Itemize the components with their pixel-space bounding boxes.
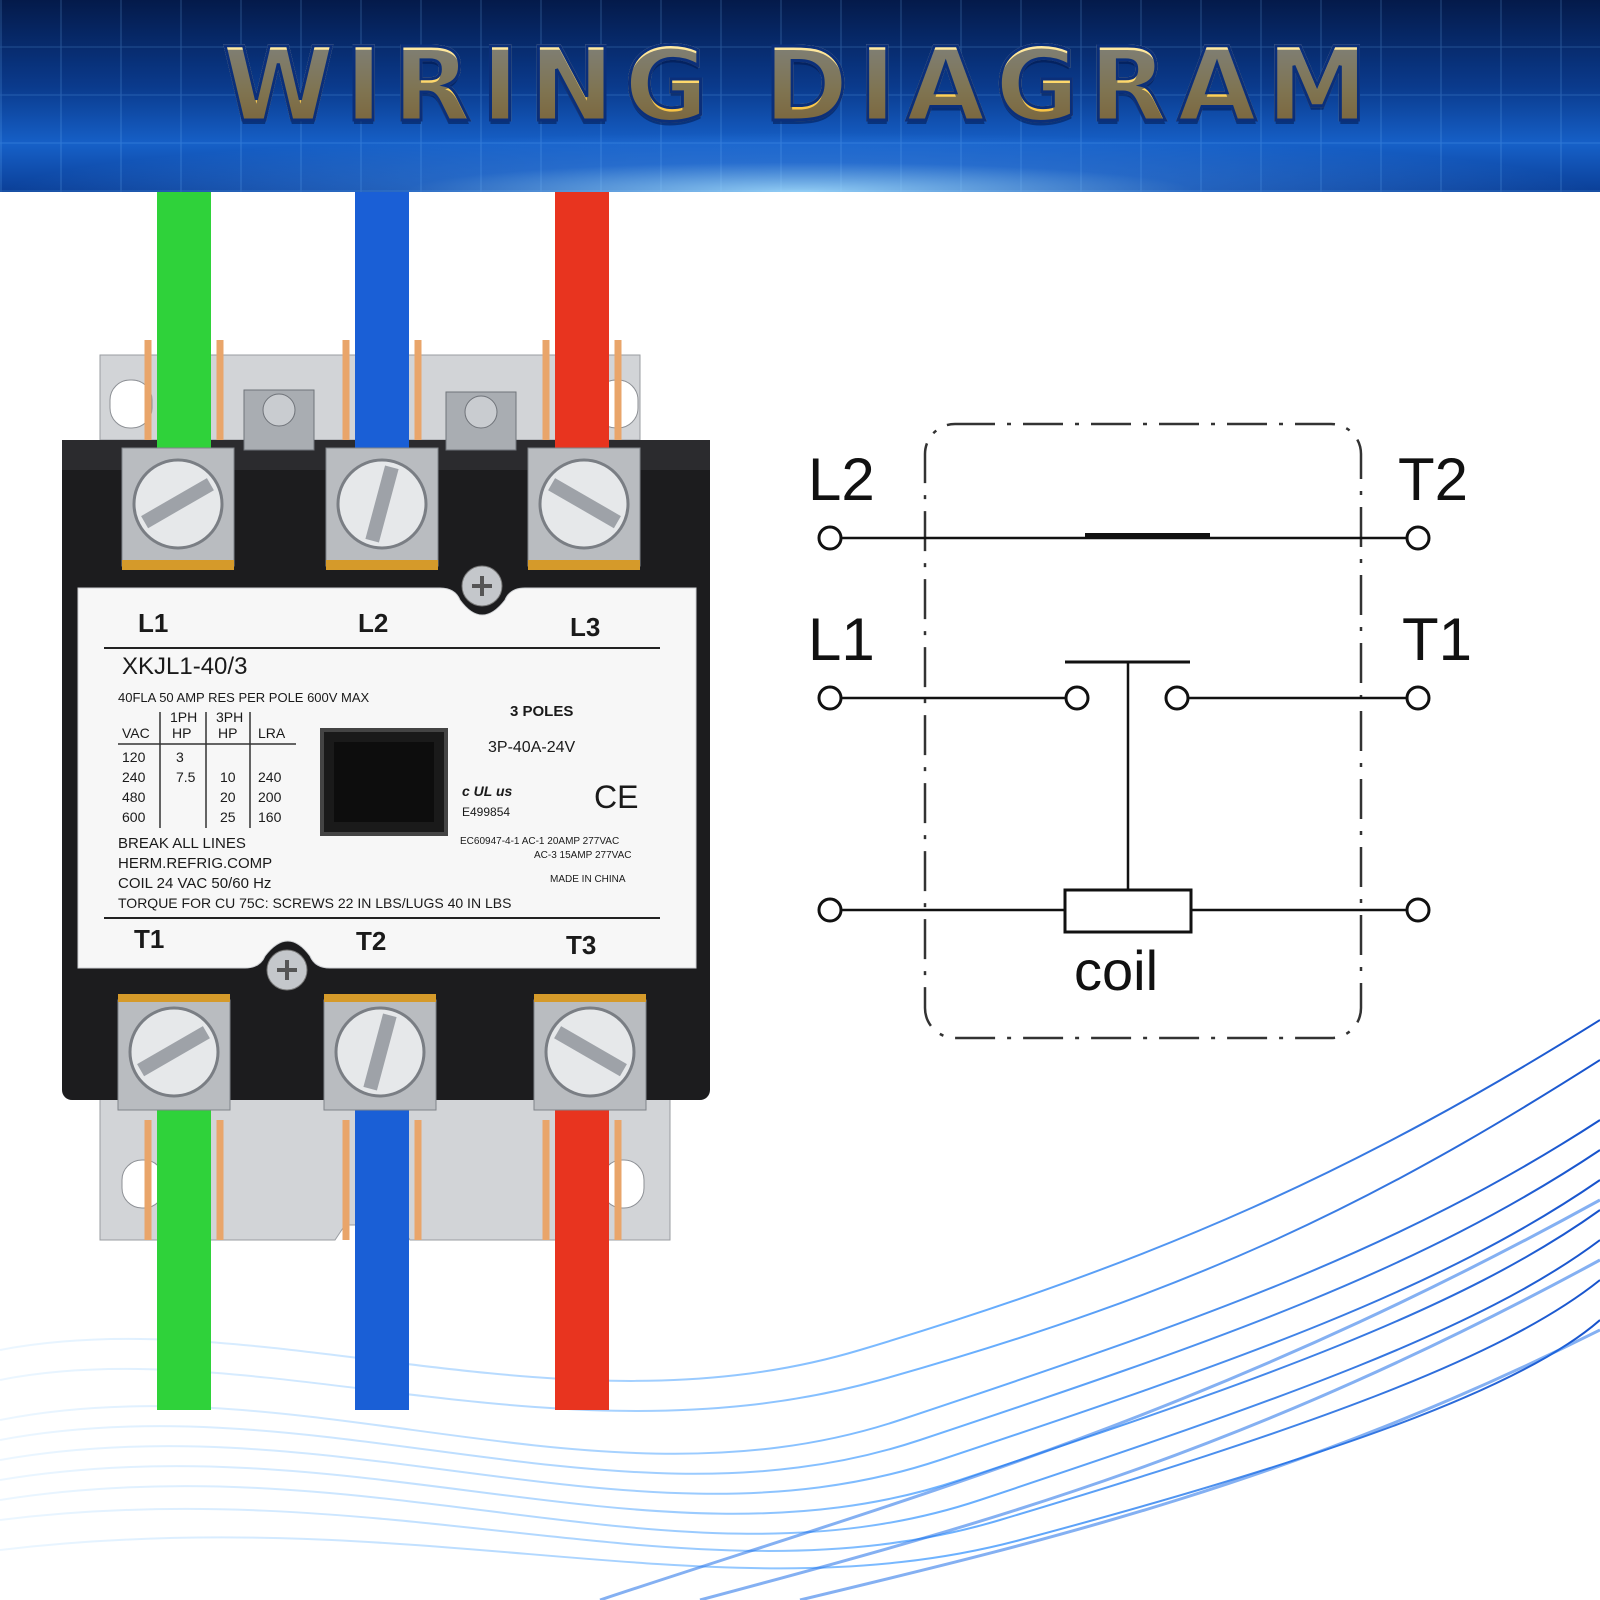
wire-blue bbox=[355, 192, 409, 470]
svg-text:HP: HP bbox=[172, 725, 191, 741]
iec-line-2: AC-3 15AMP 277VAC bbox=[534, 850, 631, 861]
terminal-label-l2: L2 bbox=[358, 608, 388, 638]
svg-text:1PH: 1PH bbox=[170, 709, 197, 725]
label-text: L1 L2 L3 XKJL1-40/3 40FLA 50 AMP RES PER… bbox=[104, 608, 660, 960]
rating-line: 40FLA 50 AMP RES PER POLE 600V MAX bbox=[118, 690, 370, 705]
terminal-label-l1: L1 bbox=[138, 608, 168, 638]
wire-clamp bbox=[342, 340, 422, 440]
wire-red bbox=[555, 1100, 609, 1410]
wire-clamp bbox=[542, 340, 622, 440]
wire-red bbox=[555, 192, 609, 470]
enclosure-outline bbox=[923, 422, 1363, 1040]
terminal-screw bbox=[538, 458, 630, 550]
table-cell: 3 bbox=[176, 749, 184, 765]
mounting-hole bbox=[109, 379, 153, 429]
note-coil: COIL 24 VAC 50/60 Hz bbox=[118, 875, 271, 892]
header-glow bbox=[0, 132, 1600, 192]
terminal-label-l3: L3 bbox=[570, 612, 600, 642]
bottom-terminals bbox=[117, 994, 647, 1111]
wire-clamp bbox=[144, 340, 224, 440]
made-in: MADE IN CHINA bbox=[550, 874, 626, 885]
table-cell: 120 bbox=[122, 749, 146, 765]
background-waves bbox=[0, 1019, 1600, 1600]
wire-clamp bbox=[144, 1120, 224, 1240]
iec-line-1: EC60947-4-1 AC-1 20AMP 277VAC bbox=[460, 836, 619, 847]
cert-file: E499854 bbox=[462, 805, 510, 819]
terminal-screw bbox=[132, 458, 224, 550]
terminal-screw bbox=[128, 1006, 220, 1098]
table-cell: 200 bbox=[258, 789, 282, 805]
model-number: XKJL1-40/3 bbox=[122, 653, 247, 680]
note-herm: HERM.REFRIG.COMP bbox=[118, 855, 272, 872]
coil-symbol bbox=[1063, 888, 1193, 934]
terminal-t2 bbox=[1405, 525, 1431, 551]
note-break-all: BREAK ALL LINES bbox=[118, 835, 246, 852]
note-torque: TORQUE FOR CU 75C: SCREWS 22 IN LBS/LUGS… bbox=[118, 895, 511, 911]
table-cell: 10 bbox=[220, 769, 236, 785]
label-coil: coil bbox=[1074, 939, 1158, 1002]
table-cell: 25 bbox=[220, 809, 236, 825]
contactor-illustration: L1 L2 L3 XKJL1-40/3 40FLA 50 AMP RES PER… bbox=[62, 192, 710, 1410]
table-cell: 600 bbox=[122, 809, 146, 825]
coil-terminal-left bbox=[817, 897, 843, 923]
page-title: WIRING DIAGRAM bbox=[0, 25, 1600, 147]
circuit-coil bbox=[817, 662, 1431, 934]
table-cell: 160 bbox=[258, 809, 282, 825]
ce-mark: CE bbox=[594, 779, 638, 815]
wire-blue bbox=[355, 1100, 409, 1410]
terminal-l1 bbox=[817, 685, 843, 711]
svg-text:LRA: LRA bbox=[258, 725, 286, 741]
top-terminals bbox=[121, 389, 641, 570]
terminal-label-t1: T1 bbox=[134, 924, 164, 954]
header-banner: WIRING DIAGRAM bbox=[0, 0, 1600, 192]
table-cell: 7.5 bbox=[176, 769, 196, 785]
terminal-label-t2: T2 bbox=[356, 926, 386, 956]
wires bbox=[144, 192, 622, 1410]
wire-clamp bbox=[542, 1120, 622, 1240]
table-cell: 20 bbox=[220, 789, 236, 805]
circuit-l1-t1 bbox=[817, 660, 1431, 711]
svg-text:HP: HP bbox=[218, 725, 237, 741]
label-l2: L2 bbox=[808, 446, 875, 513]
spec-text: 3P-40A-24V bbox=[488, 739, 575, 756]
table-cell: 240 bbox=[258, 769, 282, 785]
wire-green bbox=[157, 192, 211, 470]
terminal-screw bbox=[544, 1006, 636, 1098]
terminal-l2 bbox=[817, 525, 843, 551]
wire-clamp bbox=[342, 1120, 422, 1240]
terminal-screw bbox=[336, 458, 428, 550]
table-cell: 240 bbox=[122, 769, 146, 785]
svg-text:VAC: VAC bbox=[122, 725, 150, 741]
terminal-t1 bbox=[1405, 685, 1431, 711]
schematic-diagram: L2 T2 L1 T1 coil bbox=[808, 422, 1472, 1040]
table-cell: 480 bbox=[122, 789, 146, 805]
ul-mark: c UL us bbox=[462, 783, 513, 799]
label-t1: T1 bbox=[1402, 606, 1472, 673]
rating-table: 1PH 3PH VAC HP HP LRA 120 3 240 7.5 10 240 480… bbox=[118, 709, 296, 828]
poles-text: 3 POLES bbox=[510, 703, 573, 720]
circuit-l2-t2 bbox=[817, 525, 1431, 551]
contact-left bbox=[1064, 685, 1090, 711]
terminal-label-t3: T3 bbox=[566, 930, 596, 960]
coil-terminal-right bbox=[1405, 897, 1431, 923]
wire-green bbox=[157, 1100, 211, 1410]
label-l1: L1 bbox=[808, 606, 875, 673]
svg-text:3PH: 3PH bbox=[216, 709, 243, 725]
terminal-screw bbox=[334, 1006, 426, 1098]
label-t2: T2 bbox=[1398, 446, 1468, 513]
contact-right bbox=[1164, 685, 1190, 711]
